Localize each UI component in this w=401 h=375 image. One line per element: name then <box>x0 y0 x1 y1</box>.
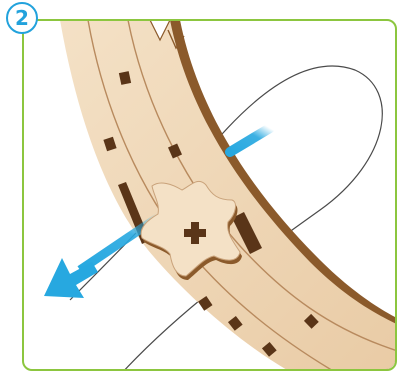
insert-arrow-shaft <box>230 128 270 152</box>
step-number: 2 <box>15 8 29 28</box>
step-number-badge: 2 <box>6 2 38 34</box>
direction-arrow-icon <box>44 258 98 298</box>
